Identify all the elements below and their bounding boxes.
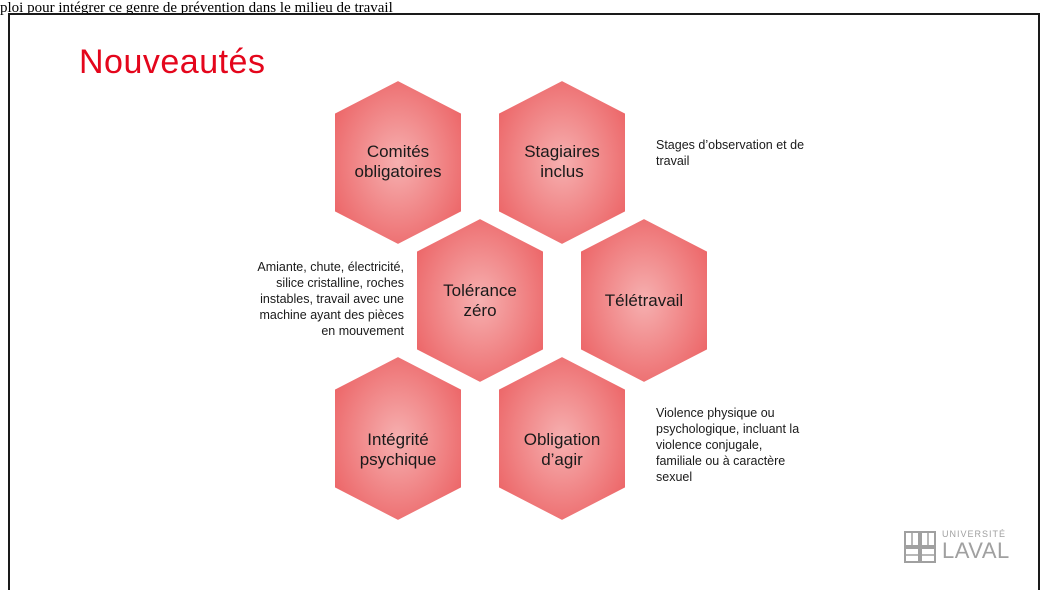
hexagon-label-line: Tolérance: [443, 281, 517, 300]
note-line: sexuel: [656, 470, 693, 484]
hexagon-label-line: Comités: [366, 142, 430, 161]
hexagon-label-obligation: Obligation d’agir: [497, 430, 627, 470]
hexagon-label-line: zéro: [463, 301, 497, 320]
note-line: Violence physique ou: [656, 406, 775, 420]
hexagon-label-line: Stagiaires: [524, 142, 600, 161]
hexagon-tolerance: [415, 216, 545, 385]
note-line: en mouvement: [321, 324, 404, 338]
hexagon-label-line: Intégrité: [367, 430, 429, 449]
hexagon-obligation: [497, 354, 627, 523]
note-line: violence conjugale,: [656, 438, 763, 452]
hexagon-label-line: inclus: [540, 162, 584, 181]
hexagon-label-line: obligatoires: [354, 162, 442, 181]
note-line: machine ayant des pièces: [259, 308, 404, 322]
logo-text-universite: UNIVERSITÉ: [942, 529, 1007, 539]
hexagon-label-stagiaires: Stagiaires inclus: [497, 142, 627, 182]
hexagon-label-line: Obligation: [523, 430, 601, 449]
hexagon-integrite: [333, 354, 463, 523]
hexagon-comites: [333, 78, 463, 247]
hexagon-label-integrite: Intégrité psychique: [333, 430, 463, 470]
hexagon-teletravail: [579, 216, 709, 385]
note-line: instables, travail avec une: [260, 292, 404, 306]
hexagon-label-comites: Comités obligatoires: [333, 142, 463, 182]
note-line: travail: [656, 154, 690, 168]
slide-title: Nouveautés: [79, 43, 266, 81]
hexagon-label-tolerance: Tolérance zéro: [415, 281, 545, 321]
note-line: Stages d’observation et de: [656, 138, 805, 152]
note-obligation: Violence physique ou psychologique, incl…: [656, 405, 856, 485]
hexagon-label-line: psychique: [359, 450, 437, 469]
hexagon-label-teletravail: Télétravail: [579, 291, 709, 311]
hexagon-label-line: Télétravail: [604, 291, 684, 310]
note-tolerance: Amiante, chute, électricité, silice cris…: [200, 259, 404, 339]
universite-laval-logo: UNIVERSITÉ LAVAL: [904, 527, 1034, 569]
note-line: psychologique, incluant la: [656, 422, 800, 436]
laval-shield-icon: [904, 531, 936, 563]
note-line: Amiante, chute, électricité,: [257, 260, 404, 274]
logo-text-laval: LAVAL: [942, 538, 1010, 563]
hexagon-stagiaires: [497, 78, 627, 247]
page-caption: ploi pour intégrer ce genre de préventio…: [0, 0, 393, 16]
note-stagiaires: Stages d’observation et de travail: [656, 137, 856, 169]
hexagon-label-line: d’agir: [541, 450, 583, 469]
note-line: familiale ou à caractère: [656, 454, 786, 468]
note-line: silice cristalline, roches: [276, 276, 404, 290]
